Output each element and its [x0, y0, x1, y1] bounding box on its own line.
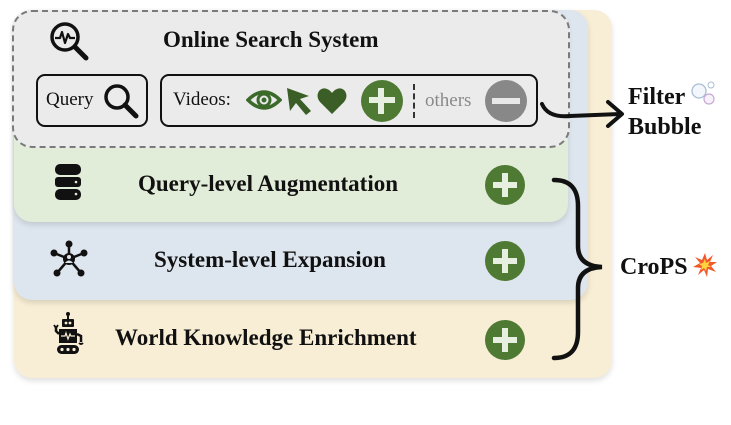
- crops-label: CroPS: [620, 254, 688, 280]
- curly-brace: [551, 177, 603, 361]
- bubbles-icon: [691, 81, 715, 105]
- plus-circle-icon: [485, 320, 525, 360]
- query-label: Query: [46, 89, 94, 110]
- robot-icon: [53, 312, 84, 354]
- online-search-title: Online Search System: [163, 27, 379, 52]
- videos-label: Videos:: [173, 89, 231, 110]
- search-pulse-icon: [50, 22, 89, 61]
- plus-circle-icon: [485, 241, 525, 281]
- layer-title-world-knowledge: World Knowledge Enrichment: [115, 325, 417, 350]
- collision-icon: [693, 253, 717, 277]
- videos-box: Videos: others: [160, 74, 538, 127]
- database-icon: [55, 164, 81, 200]
- cursor-icon: [287, 88, 311, 115]
- minus-circle-icon: [485, 80, 527, 122]
- plus-circle-icon: [485, 165, 525, 205]
- heart-icon: [317, 88, 347, 114]
- eye-icon: [246, 90, 282, 110]
- query-box: Query: [36, 74, 148, 127]
- others-label: others: [425, 90, 472, 111]
- plus-circle-icon: [361, 80, 403, 122]
- filter-bubble-label: Filter Bubble: [628, 84, 702, 140]
- magnifier-icon: [104, 84, 139, 119]
- layer-title-query-level: Query-level Augmentation: [138, 171, 398, 196]
- divider: [413, 84, 415, 118]
- arrow-to-filter-bubble: [540, 100, 624, 128]
- network-icon: [50, 240, 88, 277]
- layer-title-system-level: System-level Expansion: [154, 247, 386, 272]
